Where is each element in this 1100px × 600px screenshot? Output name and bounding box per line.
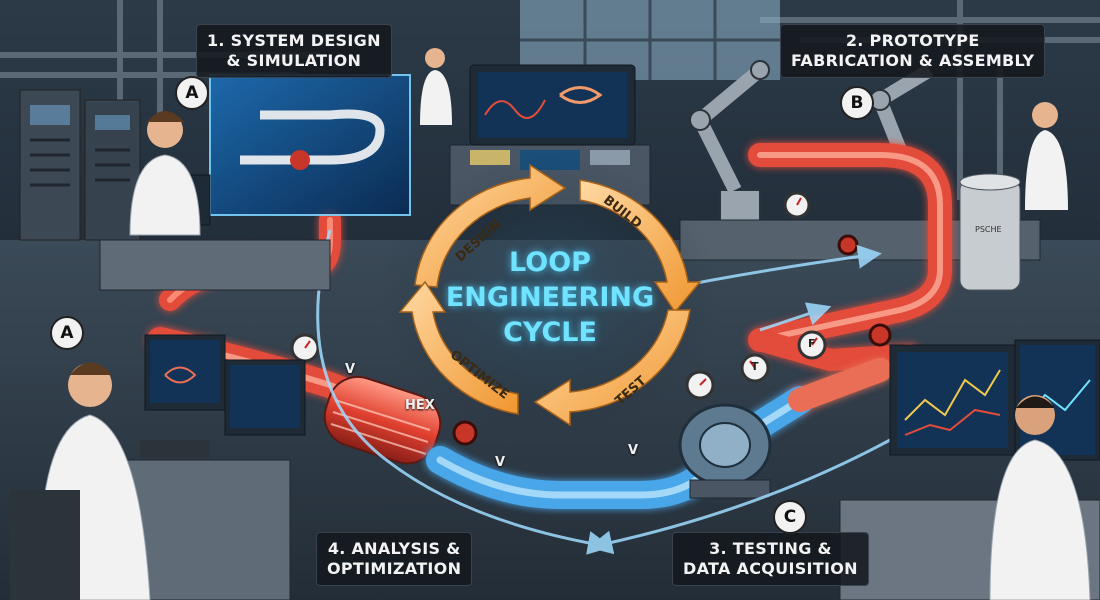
marker-analysis: A <box>50 316 84 350</box>
stage-design-line1: 1. SYSTEM DESIGN <box>207 31 381 50</box>
background-engineer <box>420 48 452 125</box>
valve-label-1: V <box>345 362 356 377</box>
stage-prototype-line2: FABRICATION & ASSEMBLY <box>791 51 1035 70</box>
design-arrow <box>414 163 567 288</box>
design-engineer <box>129 111 201 236</box>
prototype-engineer <box>1025 102 1068 210</box>
pressure-gauges <box>290 191 827 400</box>
center-title-line1: LOOP <box>509 247 591 278</box>
build-arrow <box>579 179 702 314</box>
center-title: LOOP ENGINEERING CYCLE <box>425 245 675 350</box>
stage-label-analysis: 4. ANALYSIS & OPTIMIZATION <box>316 532 473 586</box>
stage-label-testing: 3. TESTING & DATA ACQUISITION <box>672 532 869 586</box>
marker-testing: C <box>773 500 807 534</box>
center-title-line2: ENGINEERING <box>445 282 655 313</box>
optimize-arrow <box>398 280 519 415</box>
analysis-workstation <box>109 334 306 600</box>
testing-engineer <box>989 395 1091 600</box>
testing-workstation <box>839 339 1100 600</box>
test-arrow <box>533 309 691 427</box>
stage-prototype-line1: 2. PROTOTYPE <box>845 31 980 50</box>
robotic-arms <box>689 60 934 231</box>
server-racks <box>19 89 141 241</box>
marker-design: A <box>175 76 209 110</box>
stage-analysis-line1: 4. ANALYSIS & <box>327 539 461 558</box>
stage-label-prototype: 2. PROTOTYPE FABRICATION & ASSEMBLY <box>780 24 1046 78</box>
marker-prototype: B <box>840 86 874 120</box>
stage-analysis-line2: OPTIMIZATION <box>327 559 462 578</box>
valve-label-2: V <box>495 455 506 470</box>
gauge-label-f: F <box>808 337 816 350</box>
valve-label-3: V <box>628 443 639 458</box>
hex-label: HEX <box>405 398 435 413</box>
stage-label-design: 1. SYSTEM DESIGN & SIMULATION <box>196 24 392 78</box>
center-title-line3: CYCLE <box>503 317 597 348</box>
stage-testing-line2: DATA ACQUISITION <box>683 559 858 578</box>
heat-exchanger <box>323 375 442 465</box>
tank-label: PSCHE <box>975 225 1002 234</box>
stage-testing-line1: 3. TESTING & <box>709 539 832 558</box>
circulation-pump <box>678 403 772 499</box>
gauge-label-t: T <box>751 360 759 373</box>
cycle-arrows <box>398 163 702 427</box>
analysis-engineer <box>10 362 151 600</box>
storage-tank <box>959 173 1021 291</box>
stage-design-line2: & SIMULATION <box>226 51 362 70</box>
